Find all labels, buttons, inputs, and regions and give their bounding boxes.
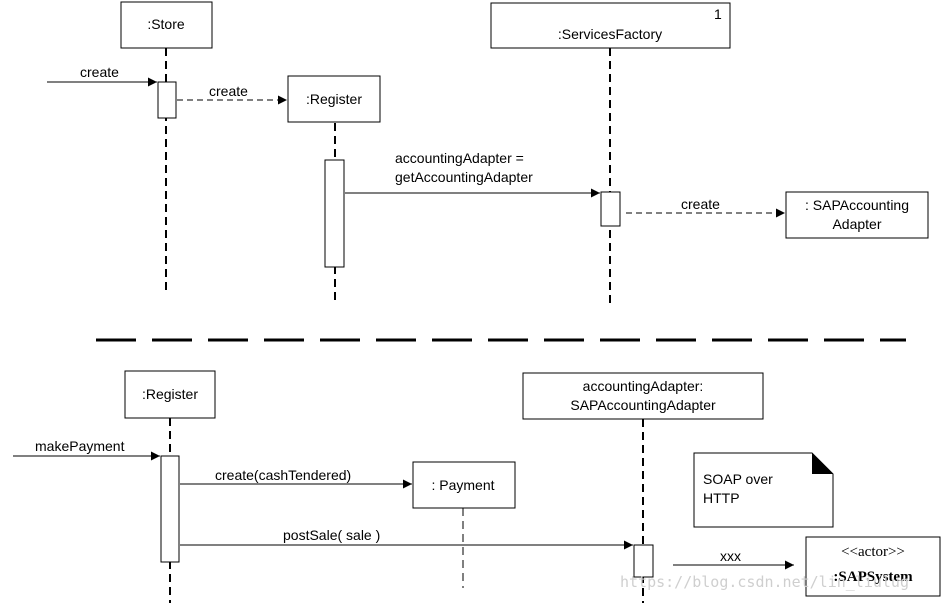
store-label: :Store bbox=[147, 16, 185, 32]
accounting-adapter-box bbox=[522, 372, 764, 420]
watermark: https://blog.csdn.net/lin_liulug bbox=[620, 573, 909, 591]
get-adapter-label-line2: getAccountingAdapter bbox=[395, 169, 533, 185]
note-text-line2: HTTP bbox=[703, 490, 740, 506]
sap-adapter-label-line2: Adapter bbox=[832, 216, 881, 232]
register-label-top: :Register bbox=[306, 91, 362, 107]
sap-system-label: :SAPSystem bbox=[833, 569, 913, 585]
note-text-line1: SOAP over bbox=[703, 471, 773, 487]
register-activation-bottom bbox=[160, 455, 180, 563]
sap-system-actor-box bbox=[805, 536, 941, 597]
note-shape bbox=[693, 452, 834, 528]
create-register-label: create bbox=[209, 83, 248, 99]
create-adapter-label: create bbox=[681, 196, 720, 212]
store-box bbox=[120, 1, 213, 49]
actor-stereotype: <<actor>> bbox=[841, 544, 905, 560]
payment-label: : Payment bbox=[431, 477, 494, 493]
services-factory-activation bbox=[600, 191, 621, 227]
services-factory-label: :ServicesFactory bbox=[558, 26, 662, 42]
create-payment-label: create(cashTendered) bbox=[215, 467, 351, 483]
note-fold-corner bbox=[812, 453, 833, 474]
register-label-bottom: :Register bbox=[142, 386, 198, 402]
register-box-bottom bbox=[124, 370, 216, 419]
create-in-label: create bbox=[80, 64, 119, 80]
accounting-adapter-activation bbox=[633, 544, 654, 578]
payment-box bbox=[412, 461, 516, 509]
services-factory-multiplicity: 1 bbox=[714, 6, 722, 22]
store-activation bbox=[157, 81, 177, 119]
sap-adapter-label-line1: : SAPAccounting bbox=[805, 197, 909, 213]
make-payment-label: makePayment bbox=[35, 438, 125, 454]
services-factory-box bbox=[490, 2, 731, 49]
get-adapter-label-line1: accountingAdapter = bbox=[395, 150, 524, 166]
accounting-adapter-label-line1: accountingAdapter: bbox=[583, 378, 704, 394]
accounting-adapter-label-line2: SAPAccountingAdapter bbox=[570, 397, 716, 413]
sap-adapter-box bbox=[785, 191, 929, 239]
register-activation-top bbox=[324, 159, 345, 268]
post-sale-label: postSale( sale ) bbox=[283, 527, 380, 543]
xxx-label: xxx bbox=[720, 548, 741, 564]
register-box-top bbox=[287, 75, 381, 123]
